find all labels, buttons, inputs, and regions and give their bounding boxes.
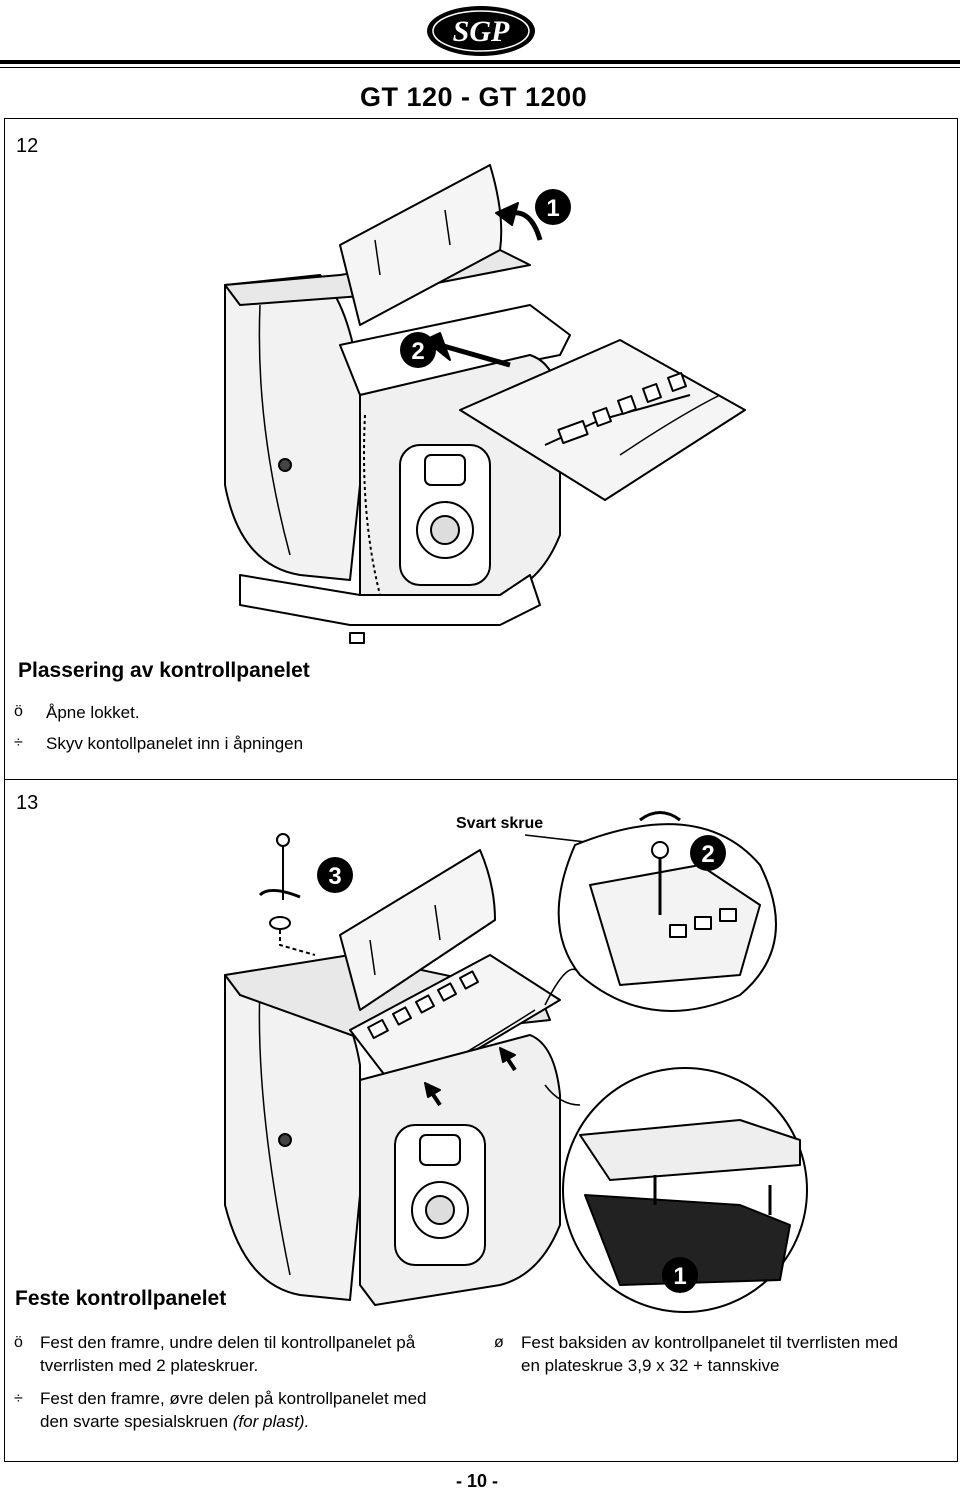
section-12-heading: Plassering av kontrollpanelet	[18, 659, 310, 682]
section-13-number: 13	[16, 792, 39, 814]
step-text: Skyv kontollpanelet inn i åpningen	[46, 734, 304, 753]
callout-1: 1	[673, 1263, 686, 1290]
section-13-frame	[4, 779, 958, 1462]
step-text: den svarte spesialskruen (for plast).	[40, 1411, 309, 1433]
step-bullet: ÷	[14, 734, 23, 751]
document-title: GT 120 - GT 1200	[360, 82, 588, 112]
illustration-control-panel-fixing: 3 2 1	[224, 811, 808, 1313]
callout-2: 2	[411, 338, 424, 365]
step-text: en plateskrue 3,9 x 32 + tannskive	[521, 1356, 780, 1375]
step-text: tverrlisten med 2 plateskruer.	[40, 1356, 259, 1375]
step-text: Fest baksiden av kontrollpanelet til tve…	[521, 1333, 899, 1352]
step-text: Fest den framre, øvre delen på kontrollp…	[40, 1389, 427, 1408]
header-rule-thin	[0, 67, 960, 68]
step-bullet: ø	[494, 1334, 504, 1351]
section-13-heading: Feste kontrollpanelet	[15, 1287, 227, 1310]
step-text-part: den svarte spesialskruen	[40, 1412, 229, 1431]
step-bullet: ÷	[14, 1390, 23, 1407]
callout-3: 3	[328, 863, 341, 890]
page-number: - 10 -	[456, 1471, 499, 1491]
callout-label: Svart skrue	[456, 815, 544, 832]
callout-1: 1	[546, 195, 559, 222]
step-text-italic: (for plast).	[232, 1412, 310, 1431]
step-bullet: ö	[14, 1334, 23, 1351]
step-bullet: ö	[14, 703, 23, 720]
illustration-control-panel-placement: 1 2	[224, 164, 746, 644]
sgp-logo: SGP	[427, 6, 535, 56]
step-text: Fest den framre, undre delen til kontrol…	[40, 1333, 416, 1352]
logo-lettering: SGP	[453, 15, 510, 48]
header-rule-thick	[0, 60, 960, 64]
section-12-number: 12	[16, 135, 39, 157]
step-text: Åpne lokket.	[46, 703, 140, 722]
callout-2: 2	[701, 841, 714, 868]
